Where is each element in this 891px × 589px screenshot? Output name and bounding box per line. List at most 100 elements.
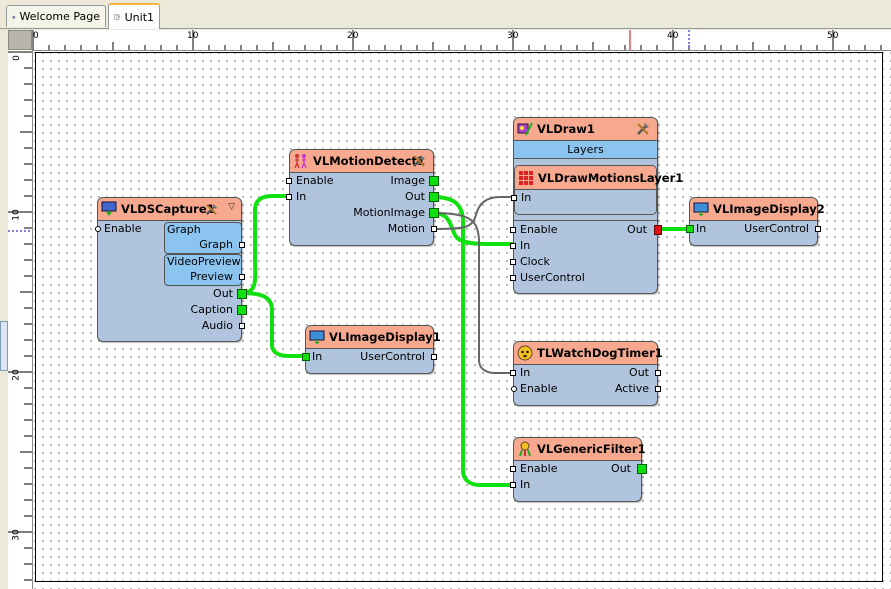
pin-out-output[interactable] bbox=[637, 464, 647, 474]
home-icon bbox=[12, 15, 16, 18]
ruler-label: 10 bbox=[187, 31, 199, 41]
pin-enable-input[interactable] bbox=[510, 227, 516, 233]
pin-clock-input[interactable] bbox=[510, 259, 516, 265]
pin-in-label: In bbox=[520, 478, 531, 491]
ruler-label: 50 bbox=[827, 31, 839, 41]
pin-out-output[interactable] bbox=[429, 192, 439, 202]
tab-bar: Welcome Page Unit1 bbox=[0, 0, 891, 29]
pin-in-input[interactable] bbox=[510, 482, 516, 488]
horizontal-ruler-ticks bbox=[32, 30, 882, 50]
node-vlgenericfilter[interactable]: VLGenericFilter1 Enable In Out bbox=[510, 437, 647, 502]
pin-graph-output[interactable] bbox=[239, 242, 245, 248]
pin-clock-label: Clock bbox=[520, 255, 550, 268]
ruler-label: 30 bbox=[11, 529, 22, 541]
pin-in-input[interactable] bbox=[302, 353, 310, 361]
pin-motion-output[interactable] bbox=[431, 226, 437, 232]
pin-in-label: In bbox=[312, 350, 323, 363]
pin-in-input[interactable] bbox=[686, 225, 694, 233]
pin-enable-label: Enable bbox=[520, 462, 558, 475]
node-header[interactable]: VLDSCapture1 ▽ bbox=[98, 198, 241, 221]
layer-vldrawmotionslayer[interactable]: VLDrawMotionsLayer1 In bbox=[511, 165, 683, 215]
pin-in-label: In bbox=[696, 222, 707, 235]
pin-enable-input[interactable] bbox=[95, 226, 101, 232]
pin-out-label: Out bbox=[213, 287, 233, 300]
chevron-down-icon[interactable]: ▽ bbox=[228, 202, 235, 212]
ruler-corner bbox=[8, 30, 32, 50]
vertical-ruler-ticks bbox=[8, 51, 32, 581]
tab-label: Welcome Page bbox=[19, 10, 100, 23]
image-display-icon bbox=[693, 202, 709, 216]
pin-enable-input[interactable] bbox=[510, 466, 516, 472]
pin-caption-output[interactable] bbox=[237, 305, 247, 315]
ruler-label: 10 bbox=[11, 209, 22, 221]
pin-motionimage-output[interactable] bbox=[429, 208, 439, 218]
pin-usercontrol-label: UserControl bbox=[360, 350, 425, 363]
pin-active-output[interactable] bbox=[655, 386, 661, 392]
pin-audio-label: Audio bbox=[201, 319, 233, 332]
layers-header[interactable]: Layers bbox=[514, 141, 657, 159]
ruler-label: 40 bbox=[667, 31, 679, 41]
pin-usercontrol-output[interactable] bbox=[431, 354, 437, 360]
pin-out-output[interactable] bbox=[654, 225, 662, 235]
node-vldraw[interactable]: VLDraw1 Layers VLDrawMotionsLayer1 In En… bbox=[510, 117, 683, 294]
node-title: VLMotionDetect1 bbox=[313, 154, 426, 168]
left-gutter bbox=[0, 29, 8, 589]
node-title: TLWatchDogTimer1 bbox=[537, 346, 663, 360]
pin-preview-output[interactable] bbox=[239, 274, 245, 280]
pin-enable-label: Enable bbox=[520, 382, 558, 395]
pin-layer-in-input[interactable] bbox=[511, 195, 517, 201]
pin-out-output[interactable] bbox=[655, 370, 661, 376]
splitter-handle[interactable] bbox=[0, 321, 8, 371]
tab-welcome-page[interactable]: Welcome Page bbox=[6, 5, 106, 27]
node-title: VLDSCapture1 bbox=[121, 202, 215, 216]
node-title: VLGenericFilter1 bbox=[537, 442, 646, 456]
horizontal-ruler: 0 10 20 30 40 50 bbox=[32, 30, 891, 51]
pin-enable-input[interactable] bbox=[511, 386, 517, 392]
pin-image-output[interactable] bbox=[429, 176, 439, 186]
tools-icon[interactable] bbox=[204, 202, 219, 217]
pin-out-output[interactable] bbox=[237, 289, 247, 299]
node-header[interactable]: VLGenericFilter1 bbox=[514, 438, 646, 461]
motion-layer-icon bbox=[519, 170, 533, 185]
tools-icon[interactable] bbox=[635, 121, 651, 137]
graph-subpanel[interactable]: Graph Graph bbox=[164, 222, 245, 254]
node-header[interactable]: VLMotionDetect1 bbox=[290, 150, 433, 173]
pin-usercontrol-output[interactable] bbox=[815, 226, 821, 232]
pin-in-input[interactable] bbox=[510, 370, 516, 376]
node-header[interactable]: VLImageDisplay2 bbox=[690, 198, 825, 221]
node-title: VLDraw1 bbox=[537, 122, 595, 136]
node-vlimagedisplay1[interactable]: VLImageDisplay1 In UserControl bbox=[302, 325, 441, 374]
node-tlwatchdogtimer[interactable]: TLWatchDogTimer1 In Enable Out Active bbox=[510, 341, 663, 406]
divider bbox=[514, 220, 657, 221]
layer-header[interactable]: VLDrawMotionsLayer1 bbox=[515, 166, 683, 190]
pin-usercontrol-input[interactable] bbox=[510, 275, 516, 281]
node-header[interactable]: VLDraw1 bbox=[514, 118, 657, 141]
pin-audio-output[interactable] bbox=[239, 323, 245, 329]
node-header[interactable]: VLImageDisplay1 bbox=[306, 326, 441, 349]
pin-enable-input[interactable] bbox=[286, 178, 292, 184]
video-capture-icon bbox=[101, 201, 117, 216]
pin-usercontrol-label: UserControl bbox=[520, 271, 585, 284]
layers-label: Layers bbox=[567, 143, 604, 156]
node-header[interactable]: TLWatchDogTimer1 bbox=[514, 342, 663, 365]
pin-in-input[interactable] bbox=[286, 194, 292, 200]
tools-icon[interactable] bbox=[411, 153, 427, 169]
node-vlimagedisplay2[interactable]: VLImageDisplay2 In UserControl bbox=[686, 197, 825, 246]
preview-subpanel[interactable]: VideoPreview Preview bbox=[164, 254, 245, 286]
generic-filter-icon bbox=[519, 441, 531, 457]
layer-title: VLDrawMotionsLayer1 bbox=[538, 170, 684, 185]
ruler-label: 30 bbox=[507, 31, 519, 41]
node-vlmotiondetect[interactable]: VLMotionDetect1 Enable In Image Out Moti… bbox=[286, 149, 439, 246]
pin-enable-label: Enable bbox=[520, 223, 558, 236]
tab-unit1[interactable]: Unit1 bbox=[108, 3, 160, 29]
pin-in-label: In bbox=[296, 190, 307, 203]
subpanel-label: Graph bbox=[167, 223, 201, 236]
ruler-label: 20 bbox=[347, 31, 359, 41]
ruler-label: 0 bbox=[11, 55, 22, 61]
pin-in-input[interactable] bbox=[510, 243, 516, 249]
motion-detect-icon bbox=[294, 154, 307, 169]
node-vldscapture[interactable]: VLDSCapture1 ▽ Enable Graph Graph VideoP… bbox=[95, 197, 247, 342]
vertical-ruler: 0 10 20 30 bbox=[8, 50, 33, 589]
subpanel-label: VideoPreview bbox=[167, 255, 241, 268]
pin-out-label: Out bbox=[405, 190, 425, 203]
